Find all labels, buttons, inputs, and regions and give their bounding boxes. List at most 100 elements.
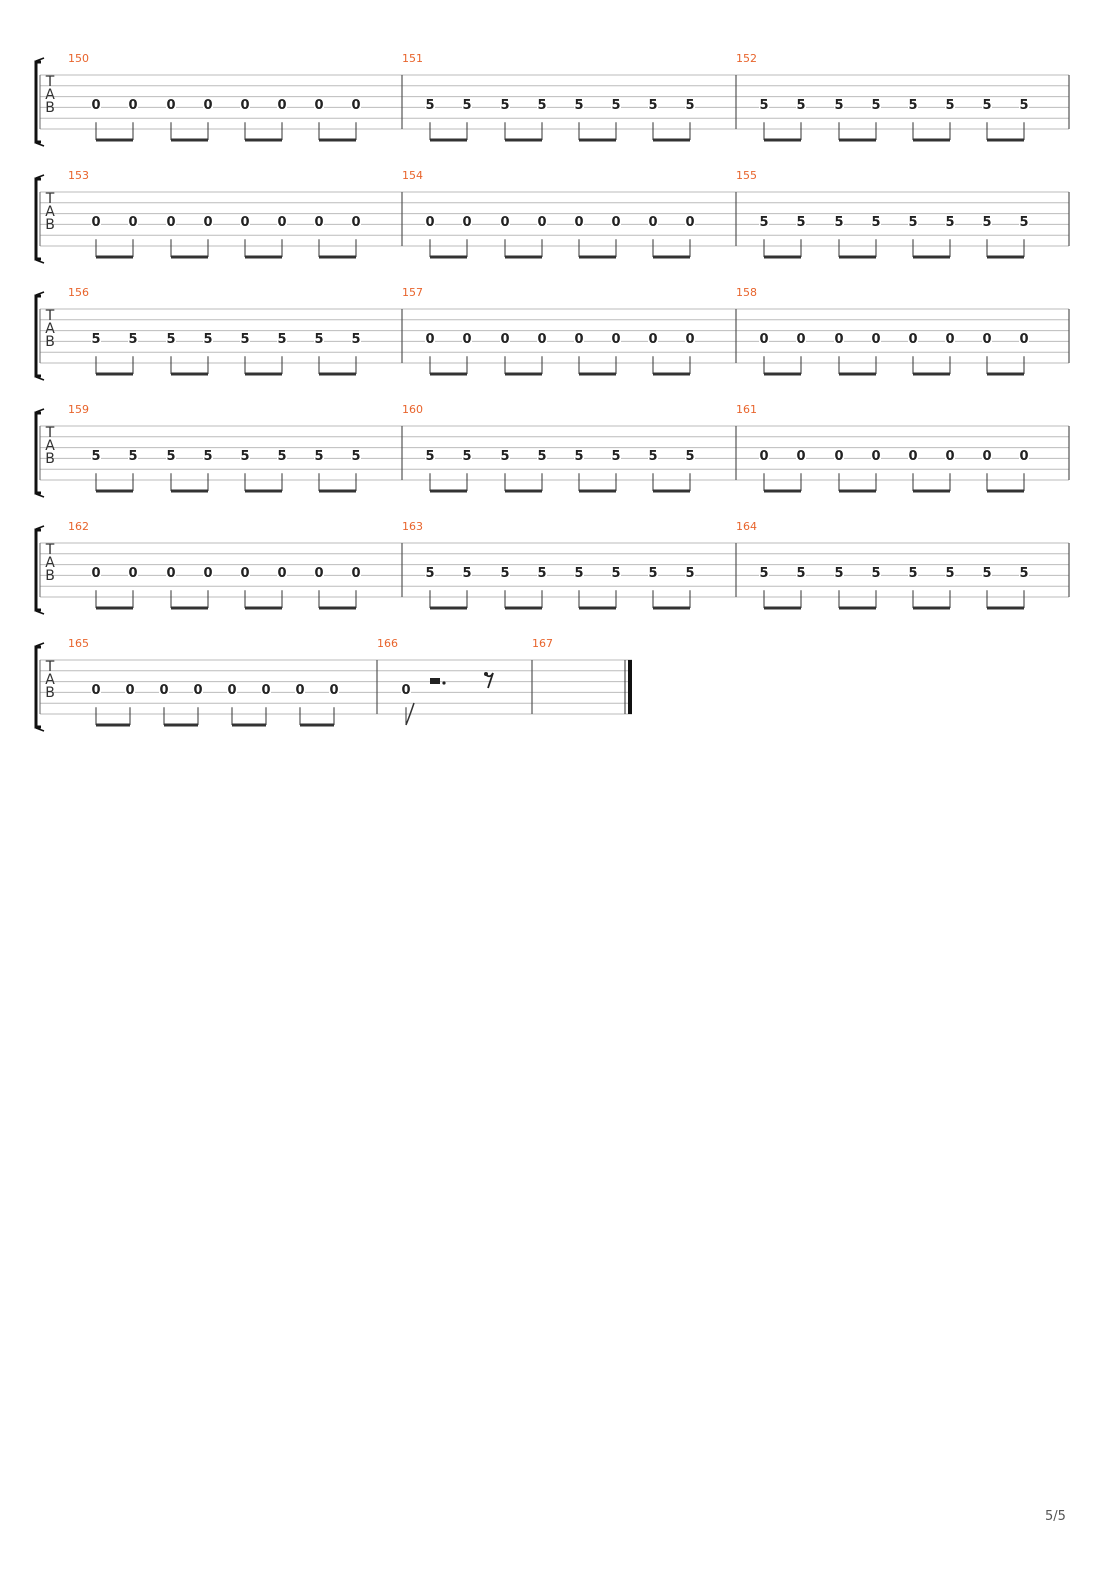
- fret-backdrop: [834, 450, 844, 462]
- fret-number: 0: [128, 215, 137, 230]
- fret-number: 0: [240, 566, 249, 581]
- fret-number: 0: [796, 449, 805, 464]
- eighth-flag: [405, 702, 415, 726]
- fret-backdrop: [834, 99, 844, 111]
- fret-backdrop: [193, 684, 203, 696]
- fret-number: 5: [240, 449, 249, 464]
- fret-number: 5: [611, 98, 620, 113]
- measure-number: 154: [402, 169, 423, 182]
- system-bracket: [34, 60, 41, 144]
- fret-backdrop: [982, 567, 992, 579]
- measure-number: 156: [68, 286, 89, 299]
- page-number: 5/5: [1045, 1509, 1066, 1524]
- fret-number: 0: [537, 215, 546, 230]
- fret-backdrop: [277, 450, 287, 462]
- fret-backdrop: [834, 567, 844, 579]
- fret-number: 5: [648, 98, 657, 113]
- tab-clef-letter: T: [45, 74, 55, 90]
- fret-number: 5: [685, 566, 694, 581]
- tab-clef-letter: A: [45, 87, 55, 103]
- fret-number: 0: [982, 332, 991, 347]
- fret-number: 0: [871, 449, 880, 464]
- fret-number: 5: [945, 215, 954, 230]
- fret-number: 0: [871, 332, 880, 347]
- measure-number: 158: [736, 286, 757, 299]
- fret-number: 0: [462, 332, 471, 347]
- fret-number: 0: [277, 566, 286, 581]
- fret-number: 0: [351, 215, 360, 230]
- fret-backdrop: [425, 333, 435, 345]
- fret-backdrop: [611, 450, 621, 462]
- fret-number: 5: [611, 566, 620, 581]
- fret-backdrop: [91, 450, 101, 462]
- fret-number: 0: [759, 449, 768, 464]
- fret-backdrop: [685, 99, 695, 111]
- system-bracket: [34, 528, 41, 612]
- fret-backdrop: [314, 216, 324, 228]
- tab-clef-letter: B: [45, 334, 55, 350]
- fret-number: 0: [295, 683, 304, 698]
- fret-backdrop: [537, 567, 547, 579]
- fret-number: 5: [91, 449, 100, 464]
- fret-backdrop: [685, 333, 695, 345]
- tab-clef-letter: B: [45, 100, 55, 116]
- fret-number: 5: [759, 98, 768, 113]
- bracket-hook-bottom: [35, 376, 45, 381]
- fret-number: 5: [425, 449, 434, 464]
- fret-number: 0: [351, 566, 360, 581]
- system-bracket: [34, 411, 41, 495]
- fret-backdrop: [648, 333, 658, 345]
- fret-number: 0: [128, 98, 137, 113]
- fret-number: 5: [685, 449, 694, 464]
- fret-backdrop: [537, 450, 547, 462]
- fret-backdrop: [908, 216, 918, 228]
- fret-backdrop: [261, 684, 271, 696]
- tab-clef-letter: T: [45, 425, 55, 441]
- measure-number: 155: [736, 169, 757, 182]
- fret-number: 5: [648, 566, 657, 581]
- fret-number: 5: [240, 332, 249, 347]
- fret-backdrop: [834, 216, 844, 228]
- fret-backdrop: [240, 333, 250, 345]
- fret-number: 5: [871, 215, 880, 230]
- measure-number: 167: [532, 637, 553, 650]
- fret-number: 0: [537, 332, 546, 347]
- tab-clef-letter: A: [45, 438, 55, 454]
- tab-clef-letter: A: [45, 321, 55, 337]
- fret-backdrop: [500, 567, 510, 579]
- fret-backdrop: [574, 216, 584, 228]
- fret-backdrop: [91, 567, 101, 579]
- fret-number: 0: [648, 332, 657, 347]
- fret-number: 0: [945, 449, 954, 464]
- fret-backdrop: [329, 684, 339, 696]
- tab-clef-letter: A: [45, 672, 55, 688]
- fret-backdrop: [351, 567, 361, 579]
- fret-backdrop: [685, 567, 695, 579]
- tab-clef-letter: T: [45, 659, 55, 675]
- fret-number: 5: [574, 449, 583, 464]
- measure-number: 160: [402, 403, 423, 416]
- system-bracket: [34, 645, 41, 729]
- fret-backdrop: [227, 684, 237, 696]
- fret-number: 5: [537, 566, 546, 581]
- fret-number: 5: [834, 98, 843, 113]
- fret-backdrop: [314, 99, 324, 111]
- fret-backdrop: [685, 216, 695, 228]
- fret-number: 5: [500, 566, 509, 581]
- fret-backdrop: [908, 450, 918, 462]
- fret-backdrop: [982, 99, 992, 111]
- fret-number: 0: [166, 215, 175, 230]
- fret-number: 0: [91, 566, 100, 581]
- fret-number: 5: [462, 98, 471, 113]
- fret-number: 5: [425, 566, 434, 581]
- system-bracket: [34, 177, 41, 261]
- measure-number: 151: [402, 52, 423, 65]
- fret-backdrop: [611, 216, 621, 228]
- bracket-hook-top: [35, 408, 45, 413]
- fret-number: 0: [1019, 449, 1028, 464]
- fret-number: 0: [314, 566, 323, 581]
- fret-backdrop: [91, 333, 101, 345]
- fret-backdrop: [425, 216, 435, 228]
- fret-backdrop: [759, 450, 769, 462]
